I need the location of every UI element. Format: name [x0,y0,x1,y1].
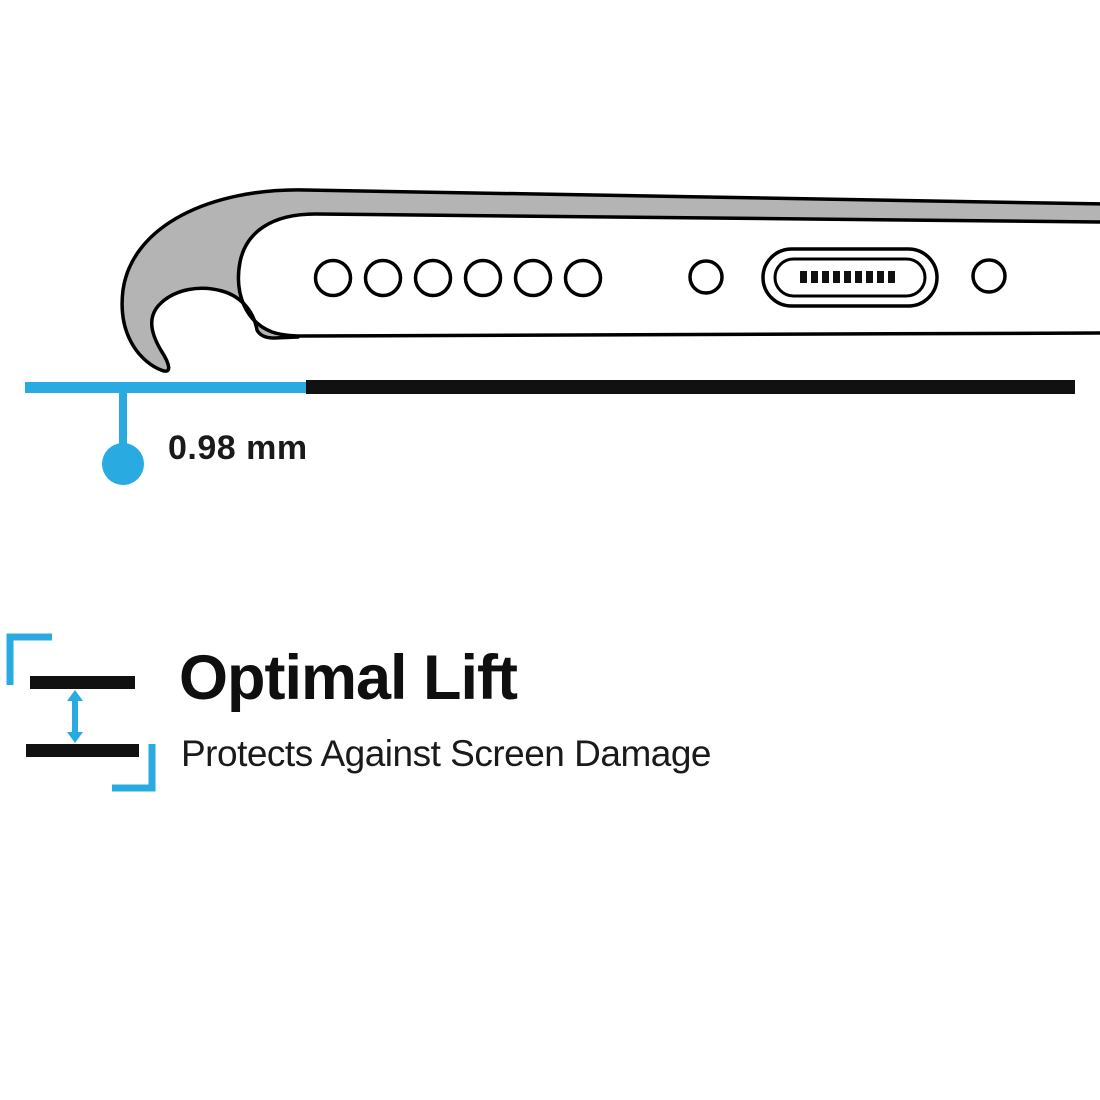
phone-case-illustration [25,188,1100,485]
lift-measure-stem [119,393,127,445]
screw-hole-left-icon [688,259,724,295]
case-outline [120,188,1100,373]
charging-port-pins [800,271,895,283]
speaker-hole [513,258,553,298]
surface-line-black [306,380,1075,394]
speaker-hole [313,258,353,298]
gap-bar-top [30,676,135,689]
charging-port-icon [761,247,939,308]
feature-subtitle: Protects Against Screen Damage [181,733,712,774]
speaker-hole [413,258,453,298]
bracket-bottom-right-icon [112,744,156,792]
speaker-hole [563,258,603,298]
screw-hole-right-icon [971,258,1007,294]
feature-title: Optimal Lift [179,643,518,713]
double-arrow-vertical-icon [67,690,83,743]
speaker-hole [363,258,403,298]
gap-bar-bottom [26,744,139,757]
bracket-top-left-icon [6,633,52,685]
lift-measurement-label: 0.98 mm [168,429,308,467]
lift-measure-dot-icon [102,443,144,485]
speaker-hole [463,258,503,298]
surface-line-cyan [25,382,306,393]
speaker-holes-icon [313,258,603,298]
lift-gap-icon [6,633,156,792]
